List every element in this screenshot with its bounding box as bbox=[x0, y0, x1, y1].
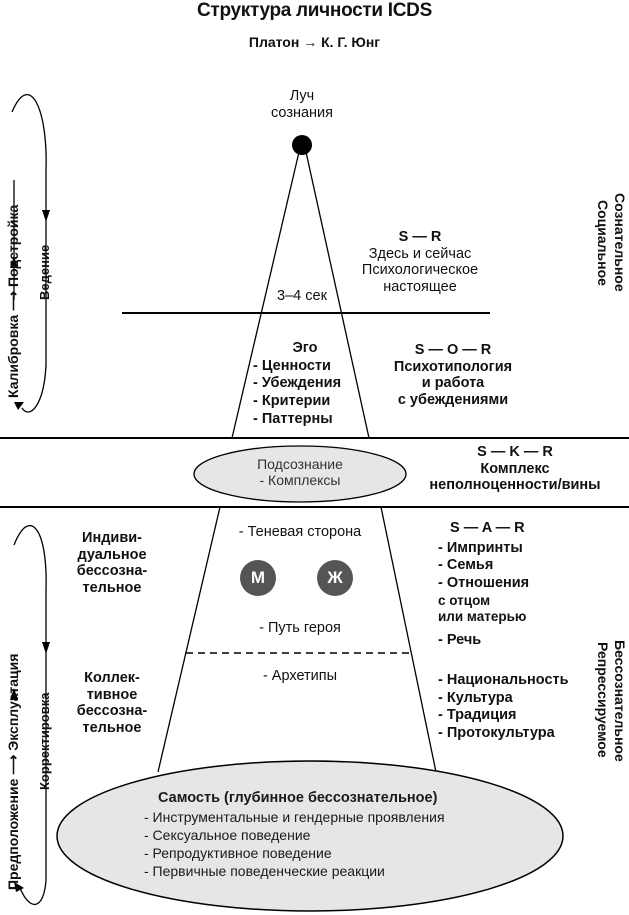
female-circle: Ж bbox=[317, 560, 353, 596]
social-label: Социальное bbox=[595, 200, 611, 286]
collective-item: - Традиция bbox=[438, 707, 517, 724]
ego-formula-block: S — O — R Психотипология и работа с убеж… bbox=[378, 342, 528, 409]
time-label: 3–4 сек bbox=[277, 288, 327, 304]
self-item: - Первичные поведенческие реакции bbox=[144, 863, 385, 880]
ray-of-consciousness-dot bbox=[292, 135, 312, 155]
collective-unconscious-label: Коллек- тивное бессозна- тельное bbox=[62, 670, 162, 737]
subconscious-title: Подсознание bbox=[257, 456, 343, 472]
sar-item: - Импринты bbox=[438, 539, 523, 556]
label-line: тельное bbox=[82, 580, 142, 597]
page-subtitle: Платон → К. Г. Юнг bbox=[248, 34, 381, 50]
archetypes-label: - Архетипы bbox=[262, 668, 338, 684]
label-line: бессозна- bbox=[76, 563, 148, 580]
unconscious-label: Бессознательное bbox=[612, 640, 628, 762]
formula-s-o-r: S — O — R bbox=[414, 342, 492, 358]
formula-s-a-r: S — A — R bbox=[450, 520, 525, 536]
apex-line-1: Луч bbox=[289, 88, 315, 104]
collective-items-block: - Национальность - Культура - Традиция -… bbox=[438, 672, 569, 743]
label-line: Коллек- bbox=[84, 670, 140, 686]
ego-item: - Убеждения bbox=[253, 375, 342, 392]
self-title: Самость (глубинное бессознательное) bbox=[158, 790, 438, 806]
ego-title: Эго bbox=[292, 340, 318, 356]
subconscious-desc-1: Комплекс bbox=[480, 460, 550, 477]
sar-block: S — A — R - Импринты - Семья - Отношения… bbox=[438, 520, 529, 649]
formula-s-r: S — R bbox=[398, 229, 442, 245]
self-item: - Репродуктивное поведение bbox=[144, 845, 332, 862]
self-block: Самость (глубинное бессознательное) - Ин… bbox=[144, 789, 445, 881]
formula-s-k-r: S — K — R bbox=[477, 444, 553, 460]
ego-desc-1: Психотипология bbox=[393, 358, 513, 375]
conscious-line-1: Здесь и сейчас bbox=[368, 245, 472, 262]
upper-cycle-arrows bbox=[11, 94, 47, 413]
trapezoid-right-edge bbox=[380, 506, 437, 773]
ego-item: - Ценности bbox=[253, 357, 331, 374]
conscious-block: S — R Здесь и сейчас Психологическое нас… bbox=[330, 229, 510, 296]
sar-item: - Семья bbox=[438, 557, 494, 574]
label-line: дуальное bbox=[77, 546, 147, 563]
correction-label: Корректировка bbox=[37, 692, 52, 790]
assumption-exploitation-label: Предположение ⟶ Эксплуатация bbox=[5, 653, 21, 890]
conscious-label: Сознательное bbox=[612, 193, 628, 292]
collective-item: - Протокультура bbox=[438, 725, 555, 742]
collective-item: - Культура bbox=[438, 689, 513, 706]
lower-cycle-arrowheads bbox=[10, 642, 50, 892]
apex-line-2: сознания bbox=[271, 104, 333, 121]
label-line: тельное bbox=[82, 720, 142, 737]
trapezoid-left-edge bbox=[157, 506, 221, 773]
cone-left-edge bbox=[231, 151, 300, 439]
ego-desc-2: и работа bbox=[421, 375, 485, 392]
upper-cycle-arrowheads bbox=[10, 210, 50, 410]
calibration-adjustment-label: Калибровка ⟶ Подстройка bbox=[5, 204, 21, 398]
self-item: - Сексуальное поведение bbox=[144, 827, 311, 844]
cone-right-edge bbox=[305, 151, 370, 439]
sar-item: с отцом bbox=[438, 592, 491, 608]
repressed-label: Репрессируемое bbox=[595, 642, 611, 758]
lower-cycle-arrows bbox=[13, 524, 47, 906]
subconscious-desc-2: неполноценности/вины bbox=[429, 477, 601, 494]
ego-item: - Критерии bbox=[253, 393, 331, 410]
conscious-line-2: Психологическое bbox=[361, 262, 479, 279]
sar-item: - Речь bbox=[438, 631, 482, 648]
shadow-side-label: - Теневая сторона bbox=[238, 524, 362, 540]
sar-item: - Отношения bbox=[438, 575, 530, 592]
hero-path-label: - Путь героя bbox=[259, 620, 341, 636]
label-line: бессозна- bbox=[76, 703, 148, 720]
self-ellipse bbox=[56, 760, 564, 912]
conscious-line-3: настоящее bbox=[383, 279, 457, 296]
subconscious-item: - Комплексы bbox=[259, 472, 341, 489]
sar-item: или матерью bbox=[438, 609, 527, 625]
ego-block: Эго - Ценности - Убеждения - Критерии - … bbox=[253, 340, 357, 428]
self-item: - Инструментальные и гендерные проявлени… bbox=[144, 808, 445, 825]
subconscious-ellipse bbox=[193, 445, 407, 503]
label-line: Индиви- bbox=[82, 530, 142, 546]
male-circle: М bbox=[240, 560, 276, 596]
page-title: Структура личности ICDS bbox=[197, 0, 432, 21]
label-line: тивное bbox=[86, 686, 138, 703]
leading-label: Ведение bbox=[37, 244, 52, 300]
ego-item: - Паттерны bbox=[253, 410, 333, 427]
ray-of-consciousness-label: Луч сознания bbox=[252, 88, 352, 121]
collective-item: - Национальность bbox=[438, 672, 569, 688]
ego-desc-3: с убеждениями bbox=[397, 392, 509, 409]
subconscious-formula-block: S — K — R Комплекс неполноценности/вины bbox=[410, 444, 620, 494]
subconscious-text: Подсознание - Комплексы bbox=[220, 456, 380, 488]
individual-unconscious-label: Индиви- дуальное бессозна- тельное bbox=[62, 530, 162, 597]
